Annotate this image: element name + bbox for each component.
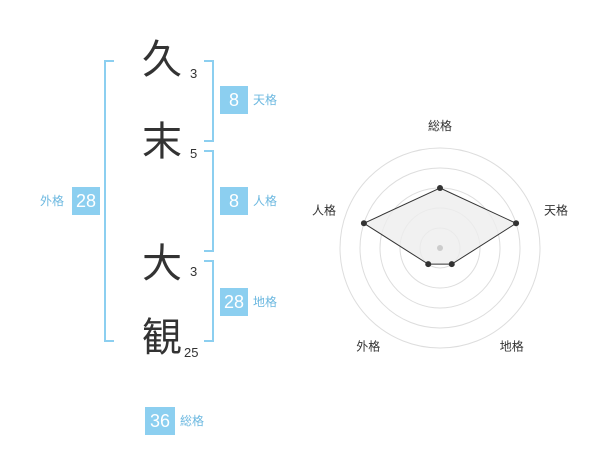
radar-center <box>437 245 443 251</box>
name-char-1: 久 <box>142 37 182 83</box>
jinkaku-value: 8 <box>220 187 248 215</box>
chikaku-value: 28 <box>220 288 248 316</box>
radar-ring-4 <box>359 167 521 329</box>
radar-ring-5 <box>339 147 541 349</box>
radar-area <box>362 187 518 265</box>
chikaku-label: 地格 <box>253 295 278 309</box>
radar-axis-label-4: 外格 <box>356 339 380 354</box>
radar-axis-label-5: 人格 <box>312 202 336 217</box>
gaikaku-bracket <box>104 60 114 342</box>
jinkaku-bracket <box>204 150 214 252</box>
name-char-3: 大 <box>142 241 182 287</box>
stroke-count-2: 5 <box>190 146 198 161</box>
gaikaku-value: 28 <box>72 187 100 215</box>
chikaku-bracket <box>204 260 214 342</box>
name-char-2: 末 <box>142 119 182 165</box>
radar-axis-label-2: 天格 <box>544 202 568 217</box>
jinkaku-label: 人格 <box>253 194 278 208</box>
radar-axis-label-3: 地格 <box>500 339 524 354</box>
name-char-4: 観 <box>142 315 182 361</box>
soukaku-value: 36 <box>145 407 175 435</box>
radar-point-2 <box>513 220 520 227</box>
soukaku-label: 総格 <box>180 414 205 428</box>
tenkaku-value: 8 <box>220 86 248 114</box>
gaikaku-label: 外格 <box>40 194 65 208</box>
radar-point-5 <box>360 220 367 227</box>
stroke-count-1: 3 <box>190 66 198 81</box>
tenkaku-bracket <box>204 60 214 142</box>
radar-point-4 <box>425 261 432 268</box>
stroke-count-4: 25 <box>184 345 199 360</box>
tenkaku-label: 天格 <box>253 93 278 107</box>
radar-point-1 <box>437 185 443 191</box>
stroke-count-3: 3 <box>190 264 198 279</box>
radar-axis-label-1: 総格 <box>428 118 452 133</box>
radar-point-3 <box>448 261 455 268</box>
